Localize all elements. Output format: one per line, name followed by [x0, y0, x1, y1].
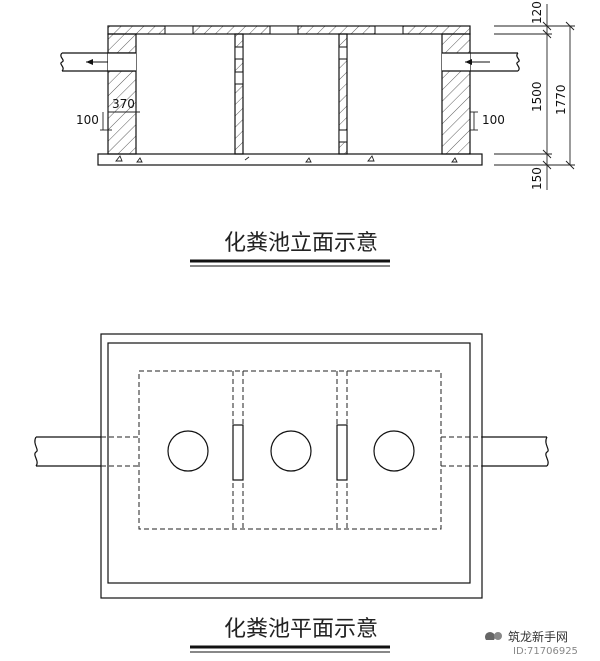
dim-370: 370 [112, 97, 135, 111]
right-outer-wall [441, 33, 471, 155]
plan-view: 化粪池平面示意 [34, 333, 549, 653]
plan-partition-1 [232, 371, 244, 529]
watermark-logo-icon [485, 632, 502, 640]
plan-manhole-3 [373, 430, 415, 472]
dim-120: 120 [530, 1, 544, 24]
partition-wall-1 [234, 33, 244, 155]
manhole-opening-1 [164, 25, 194, 35]
plan-partition-2 [336, 371, 348, 529]
watermark: 筑龙新手网 ID:71706925 [485, 629, 578, 657]
partition-wall-2 [338, 33, 348, 155]
plan-outlet-pipe [441, 436, 549, 467]
partition-opening-2a [338, 46, 348, 60]
left-dimensions: 370 100 [76, 97, 140, 131]
plan-partition-opening-1 [232, 424, 244, 481]
elevation-view: 370 100 100 120 1500 1770 150 [60, 1, 575, 267]
plan-title: 化粪池平面示意 [224, 617, 378, 642]
base-slab-marks [115, 155, 458, 163]
partition-opening-1b [234, 71, 244, 85]
dim-1500: 1500 [530, 81, 544, 112]
dim-1770: 1770 [554, 84, 568, 115]
plan-inner-boundary [107, 342, 471, 584]
plan-manhole-2 [270, 430, 312, 472]
inlet-pipe [60, 52, 136, 72]
dim-100-left: 100 [76, 113, 99, 127]
outlet-pipe [442, 52, 520, 72]
vertical-dimensions: 120 1500 1770 150 [494, 1, 575, 190]
manhole-opening-2 [269, 25, 299, 35]
plan-inlet-pipe [34, 436, 139, 467]
right-dimensions: 100 [470, 111, 505, 131]
left-outer-wall [107, 33, 137, 155]
plan-chambers-outline [138, 370, 442, 530]
elevation-title: 化粪池立面示意 [224, 231, 378, 256]
watermark-name: 筑龙新手网 [508, 629, 568, 644]
manhole-opening-3 [374, 25, 404, 35]
partition-opening-2b [338, 129, 348, 143]
plan-outer-boundary [100, 333, 483, 599]
base-slab [97, 153, 483, 166]
plan-partition-opening-2 [336, 424, 348, 481]
dim-100-right: 100 [482, 113, 505, 127]
partition-opening-1a [234, 46, 244, 60]
watermark-id: ID:71706925 [513, 646, 578, 657]
plan-manhole-1 [167, 430, 209, 472]
dim-150: 150 [530, 167, 544, 190]
